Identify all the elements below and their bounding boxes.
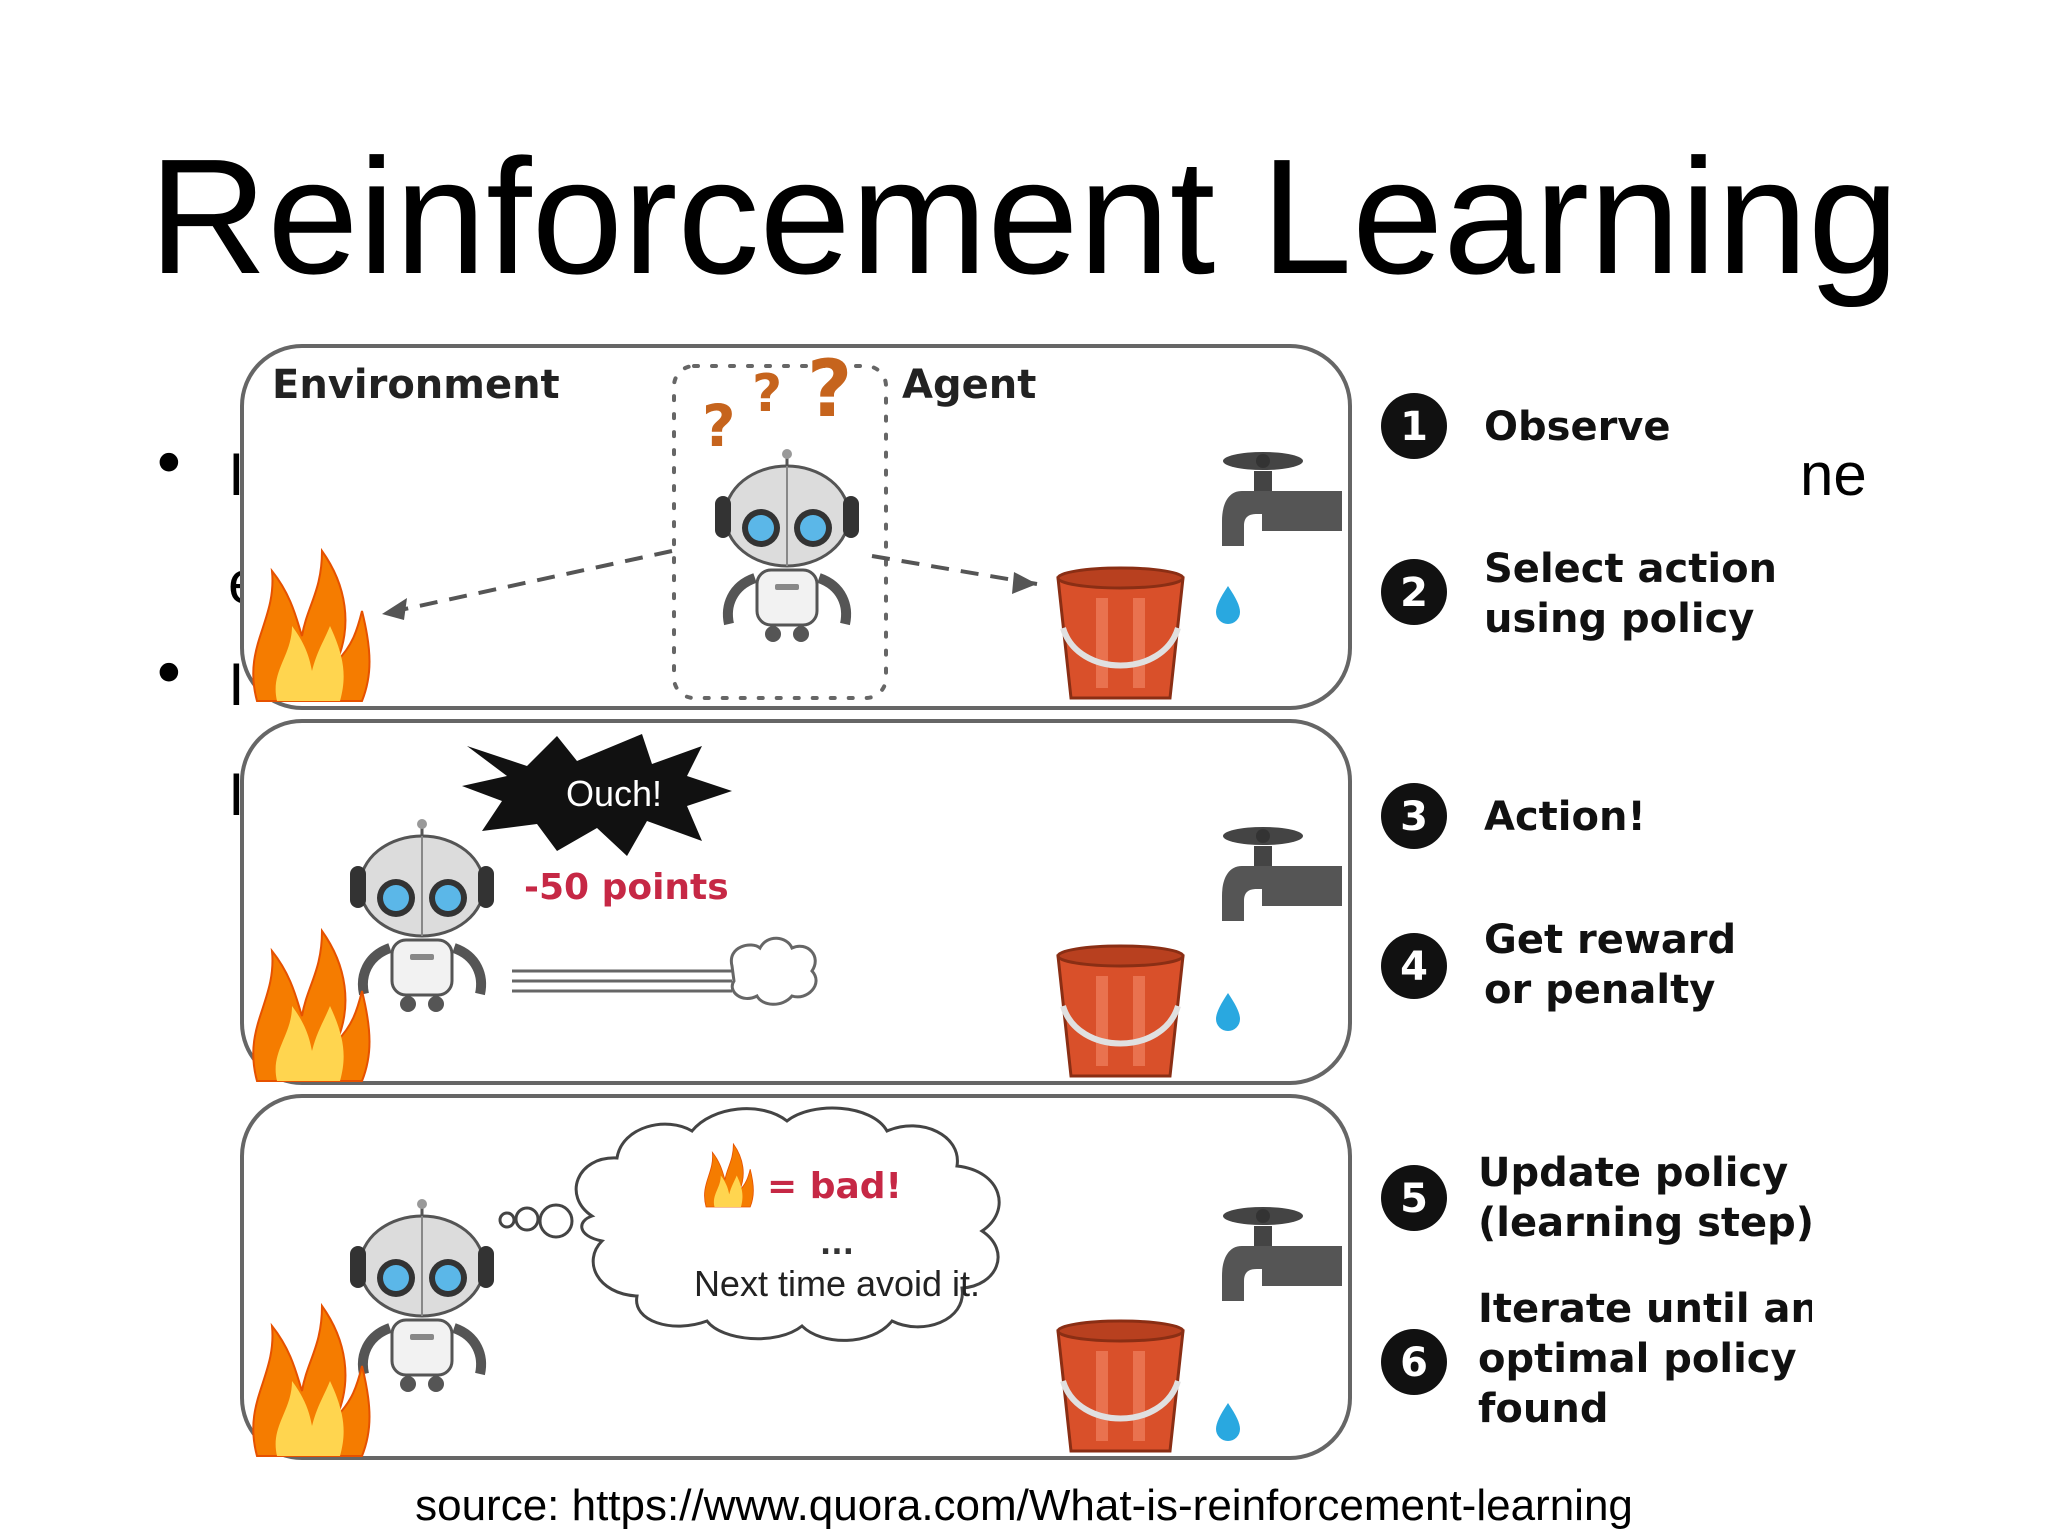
agent-label: Agent <box>902 362 1036 408</box>
environment-label: Environment <box>272 362 560 408</box>
thought-cloud <box>574 1106 1001 1342</box>
step-number: 4 <box>1400 944 1428 990</box>
question-mark: ? <box>702 392 736 460</box>
step-label-line-1: Update policy <box>1478 1150 1788 1196</box>
step-number-badge <box>1381 1329 1447 1395</box>
step-4: 4 Get reward or penalty <box>1381 917 1736 1013</box>
step-number-badge <box>1381 1165 1447 1231</box>
ouch-text: Ouch! <box>566 773 662 814</box>
step-number-badge <box>1381 393 1447 459</box>
step-label-line-1: Select action <box>1484 546 1777 592</box>
agent-dotted-box <box>672 364 888 700</box>
step-5: 5 Update policy (learning step) <box>1381 1150 1812 1246</box>
step-label-line-1: Iterate until an <box>1478 1286 1812 1332</box>
step-number: 1 <box>1400 404 1428 450</box>
step-label-line-2: optimal policy is <box>1478 1336 1812 1382</box>
step-label-line-2: or penalty <box>1484 967 1715 1013</box>
step-number: 2 <box>1400 570 1428 616</box>
step-1: 1 Observe <box>1381 393 1671 459</box>
step-number-badge <box>1381 933 1447 999</box>
bad-text: = bad! <box>767 1166 902 1207</box>
step-label-line-3: found <box>1478 1386 1608 1432</box>
arrow-to-fire <box>381 549 673 616</box>
slide-title: Reinforcement Learning <box>148 125 1900 308</box>
bullet-dot-1: • <box>150 428 188 502</box>
ellipsis-text: ... <box>820 1227 854 1262</box>
source-citation: source: https://www.quora.com/What-is-re… <box>415 1481 1633 1530</box>
bullet-1-fragment-end: ne <box>1800 441 1867 508</box>
bullet-2-fragment: I <box>228 651 245 718</box>
rl-diagram: Environment Agent ? ? ? Ouch! -50 points… <box>240 344 1812 1460</box>
bucket-icon <box>1058 568 1183 698</box>
step-label: Action! <box>1484 794 1646 840</box>
step-number: 5 <box>1400 1176 1428 1222</box>
bullet-dot-2: • <box>150 638 188 712</box>
step-label: Observe <box>1484 404 1671 450</box>
step-label-line-2: using policy <box>1484 596 1754 642</box>
bucket-icon <box>1058 1321 1183 1451</box>
thought-text: Next time avoid it. <box>694 1263 980 1304</box>
step-3: 3 Action! <box>1381 783 1646 849</box>
penalty-points-text: -50 points <box>524 867 729 908</box>
question-mark: ? <box>752 364 782 424</box>
burst-shape <box>462 734 732 856</box>
question-mark: ? <box>807 345 852 435</box>
step-6: 6 Iterate until an optimal policy is fou… <box>1381 1286 1812 1432</box>
step-label-line-1: Get reward <box>1484 917 1736 963</box>
step-number: 6 <box>1400 1340 1428 1386</box>
bucket-icon <box>1058 946 1183 1076</box>
dust-cloud <box>729 936 818 1006</box>
step-number: 3 <box>1400 794 1428 840</box>
step-number-badge <box>1381 559 1447 625</box>
step-2: 2 Select action using policy <box>1381 546 1777 642</box>
step-number-badge <box>1381 783 1447 849</box>
step-label-line-2: (learning step) <box>1478 1200 1812 1246</box>
